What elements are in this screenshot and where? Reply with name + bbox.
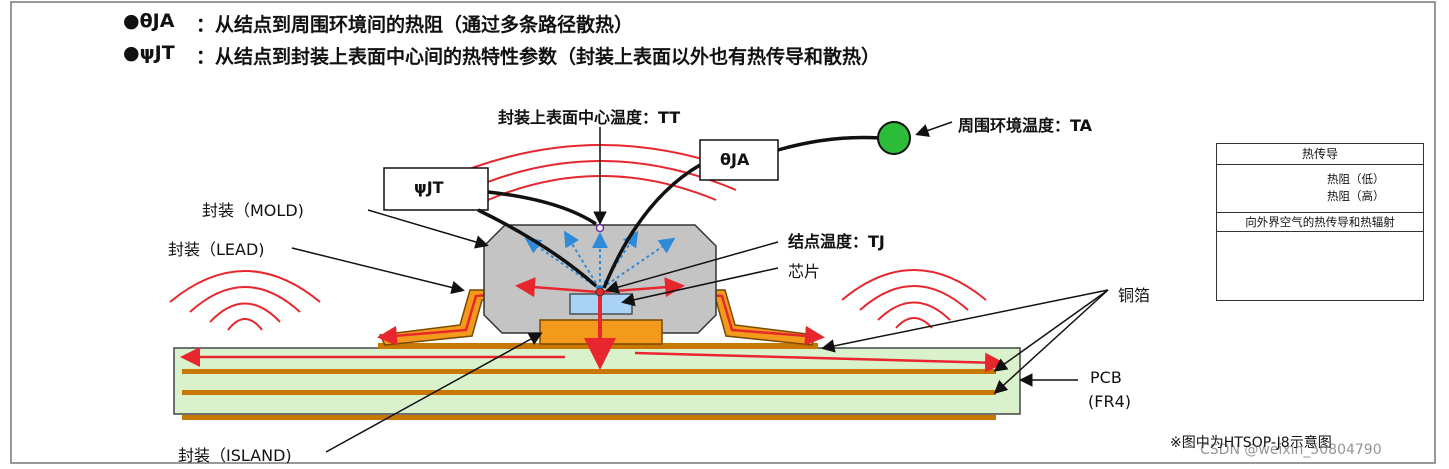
ambient-temp-label: 周围环境温度：TA (958, 116, 1093, 135)
radiation-waves-left (169, 270, 321, 331)
footnote: ※图中为HTSOP-J8示意图 (1170, 435, 1332, 451)
header-theta-desc: ：从结点到周围环境间的热阻（通过多条路径散热） (196, 14, 634, 36)
top-center-point (595, 223, 605, 233)
pcb-copper-layer-1 (182, 369, 996, 374)
thermal-path-lines (477, 135, 881, 289)
pointer-lines (291, 121, 1109, 453)
ambient-circle (877, 121, 911, 155)
radiation-waves-right (841, 269, 987, 329)
psi-jt-label: ψJT (414, 178, 444, 197)
legend-high-resistance: 热阻（高） (1327, 189, 1385, 203)
watermark: CSDN @weixin_50804790 (1200, 442, 1382, 458)
pcb-copper-layer-2 (182, 390, 996, 395)
fr4-label: (FR4) (1088, 392, 1131, 411)
top-center-temp-label: 封装上表面中心温度：TT (498, 108, 681, 127)
chip-label: 芯片 (788, 262, 821, 281)
legend-radiation-label: 向外界空气的热传导和热辐射 (1217, 212, 1423, 232)
theta-ja-label: θJA (720, 150, 750, 169)
pcb-label: PCB (1090, 368, 1122, 387)
header-theta-symbol: ●θJA (123, 10, 175, 32)
pcb-heat-arrows (180, 347, 1005, 373)
copper-foil-label: 铜箔 (1118, 286, 1151, 305)
junction-blue-arrows (524, 230, 676, 289)
mold-label: 封装（MOLD) (202, 201, 304, 220)
theta-ja-box (699, 139, 779, 181)
legend-title: 热传导 (1217, 144, 1423, 165)
legend: 热传导 热阻（低） 热阻（高） 向外界空气的热传导和热辐射 (1216, 143, 1424, 301)
lead-label: 封装（LEAD) (168, 240, 265, 259)
header-psi-desc: ：从结点到封装上表面中心间的热特性参数（封装上表面以外也有热传导和散热） (196, 46, 881, 68)
junction-temp-label: 结点温度：TJ (788, 232, 885, 251)
pcb-copper-layer-3 (182, 415, 996, 420)
junction-point (595, 287, 605, 297)
outer-frame (10, 1, 1436, 464)
legend-low-resistance: 热阻（低） (1327, 172, 1385, 186)
header-psi-symbol: ●ψJT (123, 42, 175, 64)
island-label: 封装（ISLAND) (178, 446, 292, 465)
psi-jt-box (383, 167, 489, 211)
